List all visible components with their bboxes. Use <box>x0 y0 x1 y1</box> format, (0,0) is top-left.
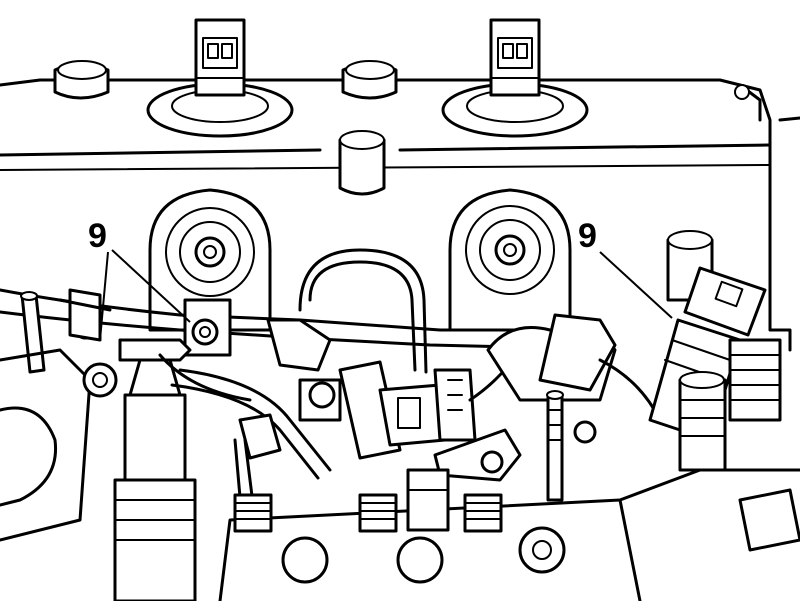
leader-line-left-a <box>99 251 109 341</box>
callout-9-left: 9 <box>88 217 191 341</box>
injection-pump <box>218 468 800 601</box>
leader-line-left-b <box>111 249 191 323</box>
wiring-harness-right <box>433 313 662 482</box>
delivery-valve-holders <box>233 468 503 533</box>
injector-connector-left <box>146 18 294 138</box>
cover-bosses <box>53 60 398 196</box>
callout-9-right: 9 <box>578 217 673 319</box>
callout-label-right: 9 <box>578 217 597 255</box>
wiring-connector-middle <box>338 348 522 460</box>
clamp-bracket-left <box>183 298 232 357</box>
intake-flange-left <box>0 320 118 542</box>
injector-bore-left <box>148 188 272 332</box>
injector-connector-right <box>441 18 589 138</box>
pipe-nut <box>238 378 342 460</box>
callout-label-left: 9 <box>88 217 107 255</box>
fuel-union-left <box>118 318 332 402</box>
head-cover <box>0 78 800 352</box>
injector-bore-right <box>448 188 572 332</box>
injector-right <box>648 266 782 472</box>
filter-housing-left <box>113 358 197 601</box>
leader-line-right <box>599 251 673 319</box>
